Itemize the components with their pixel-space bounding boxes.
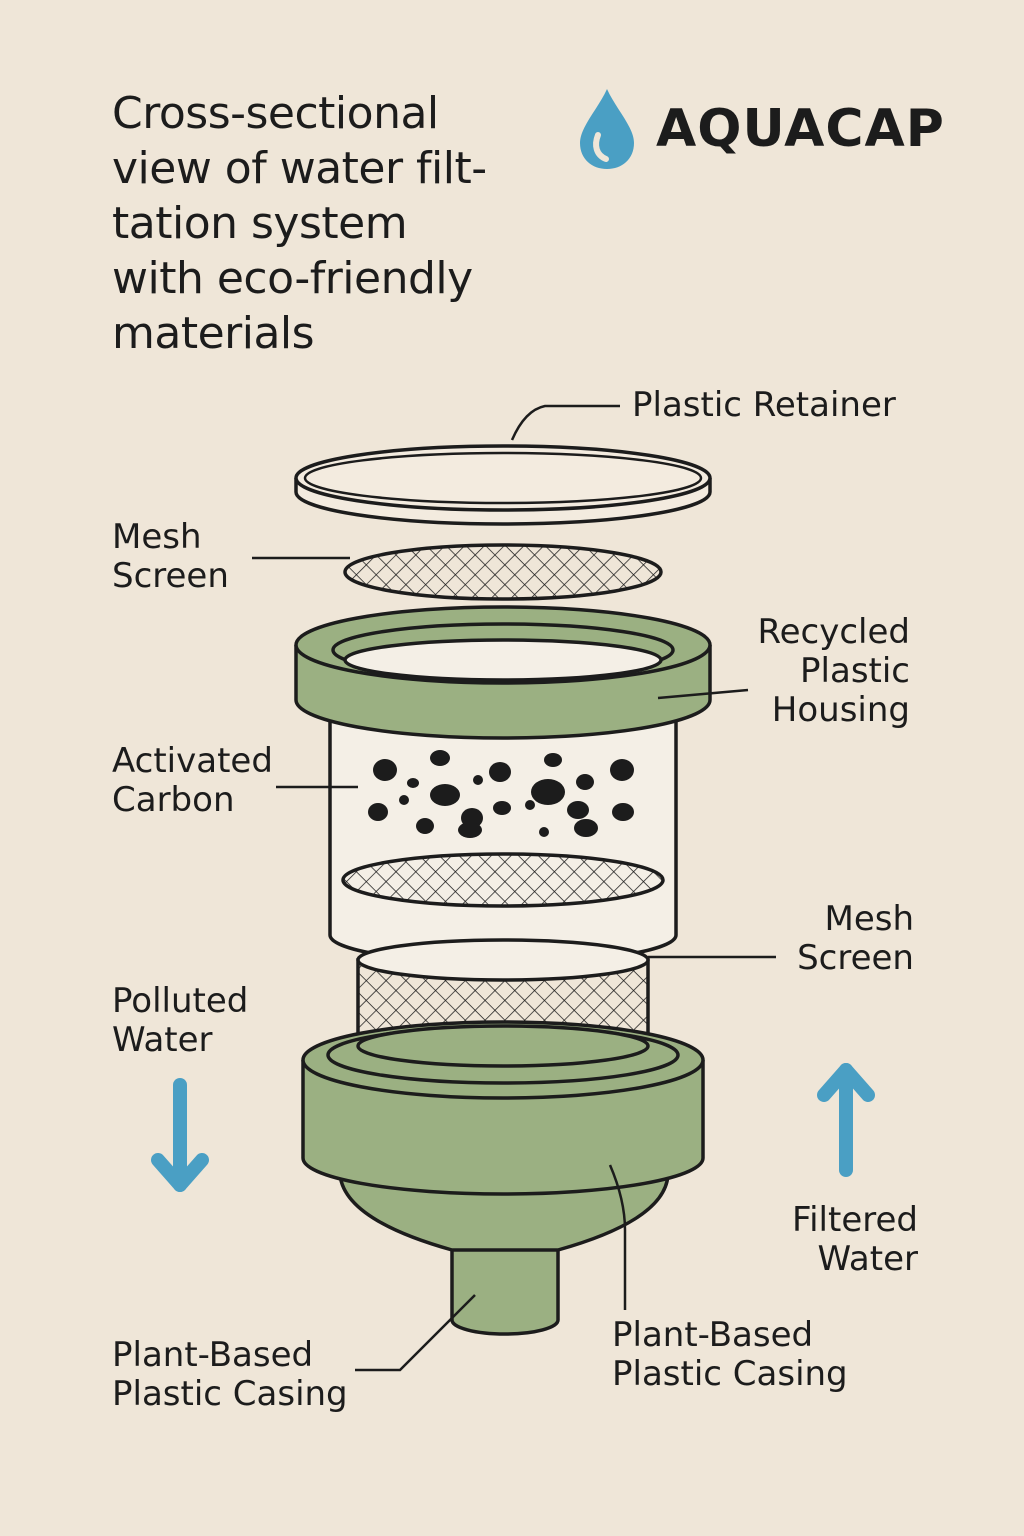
plastic-retainer bbox=[294, 444, 712, 526]
label-polluted-water: Polluted Water bbox=[112, 982, 248, 1060]
label-line: Activated bbox=[112, 741, 273, 781]
leader-recycled-housing bbox=[657, 688, 749, 700]
label-line: Plastic Retainer bbox=[632, 385, 896, 425]
label-line: Polluted bbox=[112, 981, 249, 1021]
label-line: Housing bbox=[771, 690, 910, 730]
label-casing-left: Plant-Based Plastic Casing bbox=[112, 1336, 348, 1414]
label-line: Plastic Casing bbox=[112, 1374, 348, 1414]
polluted-water-arrow bbox=[151, 1078, 209, 1192]
label-line: Water bbox=[817, 1239, 918, 1279]
label-mesh-screen-bottom: Mesh Screen bbox=[797, 900, 914, 978]
label-line: Plastic bbox=[800, 651, 910, 691]
label-line: Plant-Based bbox=[112, 1335, 314, 1375]
water-drop-icon bbox=[580, 89, 634, 169]
title-line: Cross-sectional bbox=[112, 88, 439, 139]
label-line: Filtered bbox=[792, 1200, 918, 1240]
mesh-screen-top bbox=[343, 543, 663, 601]
label-line: Mesh bbox=[824, 899, 914, 939]
label-line: Water bbox=[112, 1020, 213, 1060]
title-line: view of water filt- bbox=[112, 143, 487, 194]
title-line: materials bbox=[112, 308, 315, 359]
leader-plastic-retainer bbox=[510, 404, 620, 441]
diagram-title: Cross-sectional view of water filt- tati… bbox=[112, 86, 552, 361]
brand-name: AQUACAP bbox=[656, 99, 945, 159]
label-casing-right: Plant-Based Plastic Casing bbox=[612, 1316, 848, 1394]
mesh-disc-internal bbox=[341, 852, 665, 908]
label-line: Plastic Casing bbox=[612, 1354, 848, 1394]
leader-casing-right bbox=[608, 1164, 627, 1310]
label-recycled-housing: Recycled Plastic Housing bbox=[758, 613, 910, 730]
label-line: Mesh bbox=[112, 517, 202, 557]
recycled-housing bbox=[294, 605, 712, 965]
activated-carbon bbox=[368, 750, 634, 838]
label-mesh-screen-top: Mesh Screen bbox=[112, 518, 229, 596]
label-line: Carbon bbox=[112, 780, 235, 820]
brand-logo: AQUACAP bbox=[576, 84, 945, 174]
leader-lines bbox=[252, 404, 776, 1372]
label-line: Screen bbox=[112, 556, 229, 596]
title-line: with eco-friendly bbox=[112, 253, 473, 304]
label-activated-carbon: Activated Carbon bbox=[112, 742, 273, 820]
filtered-water-arrow bbox=[817, 1063, 875, 1177]
leader-casing-left bbox=[355, 1294, 476, 1372]
label-filtered-water: Filtered Water bbox=[792, 1201, 918, 1279]
label-line: Screen bbox=[797, 938, 914, 978]
label-plastic-retainer: Plastic Retainer bbox=[632, 386, 896, 425]
title-line: tation system bbox=[112, 198, 408, 249]
label-line: Plant-Based bbox=[612, 1315, 814, 1355]
label-line: Recycled bbox=[757, 612, 910, 652]
plant-based-casing bbox=[301, 1020, 705, 1336]
